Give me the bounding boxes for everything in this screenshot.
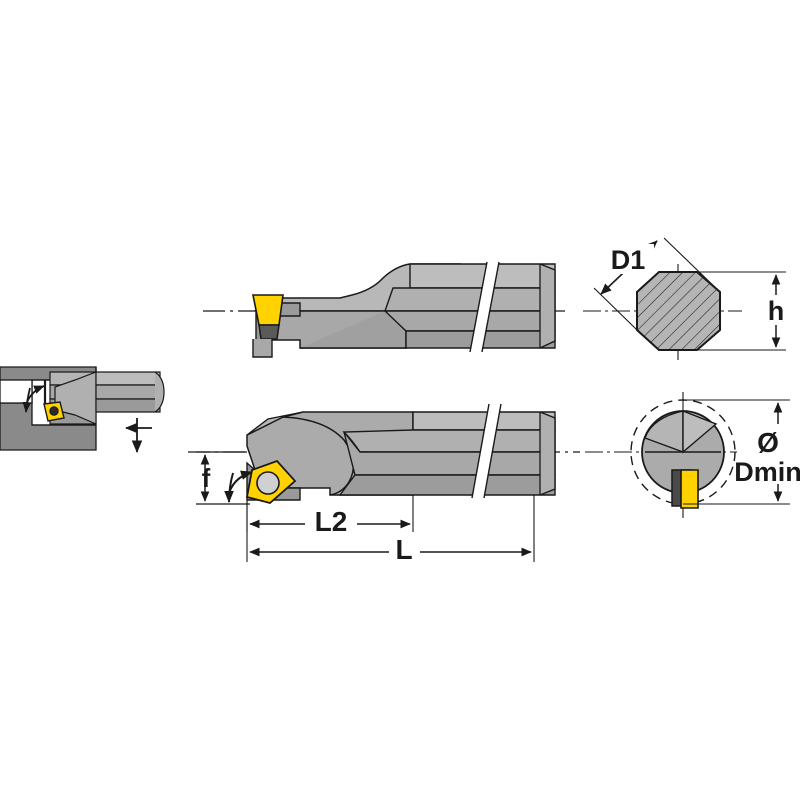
inset-rotation-arrow-2-icon: [22, 387, 32, 413]
top-view-break-symbol: [469, 261, 500, 353]
top-view-break-line-2: [481, 261, 500, 353]
top-view-insert-shim: [258, 324, 280, 340]
side-view-break-line-2: [483, 403, 502, 499]
front-end-section-view: Ø Dmin: [585, 392, 800, 518]
side-view-shank-band-1: [412, 411, 556, 431]
assembly-in-bore-inset: [0, 366, 165, 454]
shank-cross-section-view: D1 h: [583, 237, 790, 360]
dimension-l-label-mask: [389, 536, 420, 564]
top-view-shank-band-2: [384, 287, 556, 312]
front-section-facet-upper-right: [682, 409, 718, 454]
dimension-h-label-mask: [762, 295, 790, 325]
dimension-l2: L2: [246, 495, 414, 537]
dimension-h: h: [697, 271, 790, 351]
dimension-f: f: [196, 451, 250, 505]
inset-bar-body: [49, 371, 165, 425]
top-view-break-line-1: [469, 261, 488, 353]
dimension-l: L: [246, 495, 535, 565]
inset-insert-hole: [49, 406, 59, 416]
side-view-insert: [245, 459, 297, 504]
inset-shank-mid: [95, 384, 161, 400]
dimension-l2-label-mask: [305, 509, 357, 537]
front-section-insert: [680, 469, 699, 509]
side-view-end-cap: [539, 411, 556, 496]
top-view-insert-body: [252, 294, 284, 326]
top-view-shank-band-3: [383, 310, 556, 332]
top-view-insert: [252, 294, 284, 340]
side-view-head-top-chamfer: [246, 411, 304, 436]
dimension-dmin-label: Dmin: [734, 457, 800, 487]
dimension-d1: D1: [593, 237, 721, 331]
side-view-shank-band-2: [342, 429, 556, 453]
side-view-shank-band-4: [338, 474, 556, 496]
side-view: [188, 403, 580, 504]
inset-shank-end-cap: [154, 371, 165, 413]
dimension-l-label: L: [395, 534, 412, 565]
dimension-l2-label: L2: [315, 506, 348, 537]
side-view-insert-hole: [256, 471, 280, 495]
side-view-break-line-1: [471, 403, 490, 499]
inset-shank-bottom: [95, 398, 161, 413]
shank-section-profile: [636, 271, 721, 351]
top-view-end-cap: [539, 263, 556, 349]
side-view-rotation-arrows: [224, 470, 253, 503]
inset-insert: [43, 401, 65, 422]
top-view: [203, 261, 565, 358]
dimension-d1-label: D1: [611, 245, 646, 275]
bore-cavity: [0, 379, 33, 404]
dimension-d1-ext-upper: [663, 237, 721, 293]
dimension-d1-label-mask: [602, 244, 654, 274]
inset-shank-top: [95, 371, 161, 386]
top-view-break-gap: [470, 262, 499, 352]
dimension-dmin-label-mask: [737, 424, 799, 484]
rotation-arrow-down-icon: [224, 472, 234, 503]
front-section-facet-upper-left: [644, 410, 684, 454]
inset-cut-direction-arrows: [22, 385, 45, 413]
dimension-dmin: Ø Dmin: [683, 399, 800, 505]
dimension-d1-ext-lower: [593, 287, 638, 331]
side-view-break-symbol: [471, 403, 502, 499]
dimension-h-label: h: [768, 296, 785, 326]
side-view-break-gap: [472, 404, 501, 498]
dimension-f-label: f: [202, 463, 211, 493]
inset-feed-direction: [124, 418, 152, 454]
dimension-diameter-symbol-label: Ø: [757, 427, 779, 458]
top-view-head-underside: [252, 339, 273, 358]
